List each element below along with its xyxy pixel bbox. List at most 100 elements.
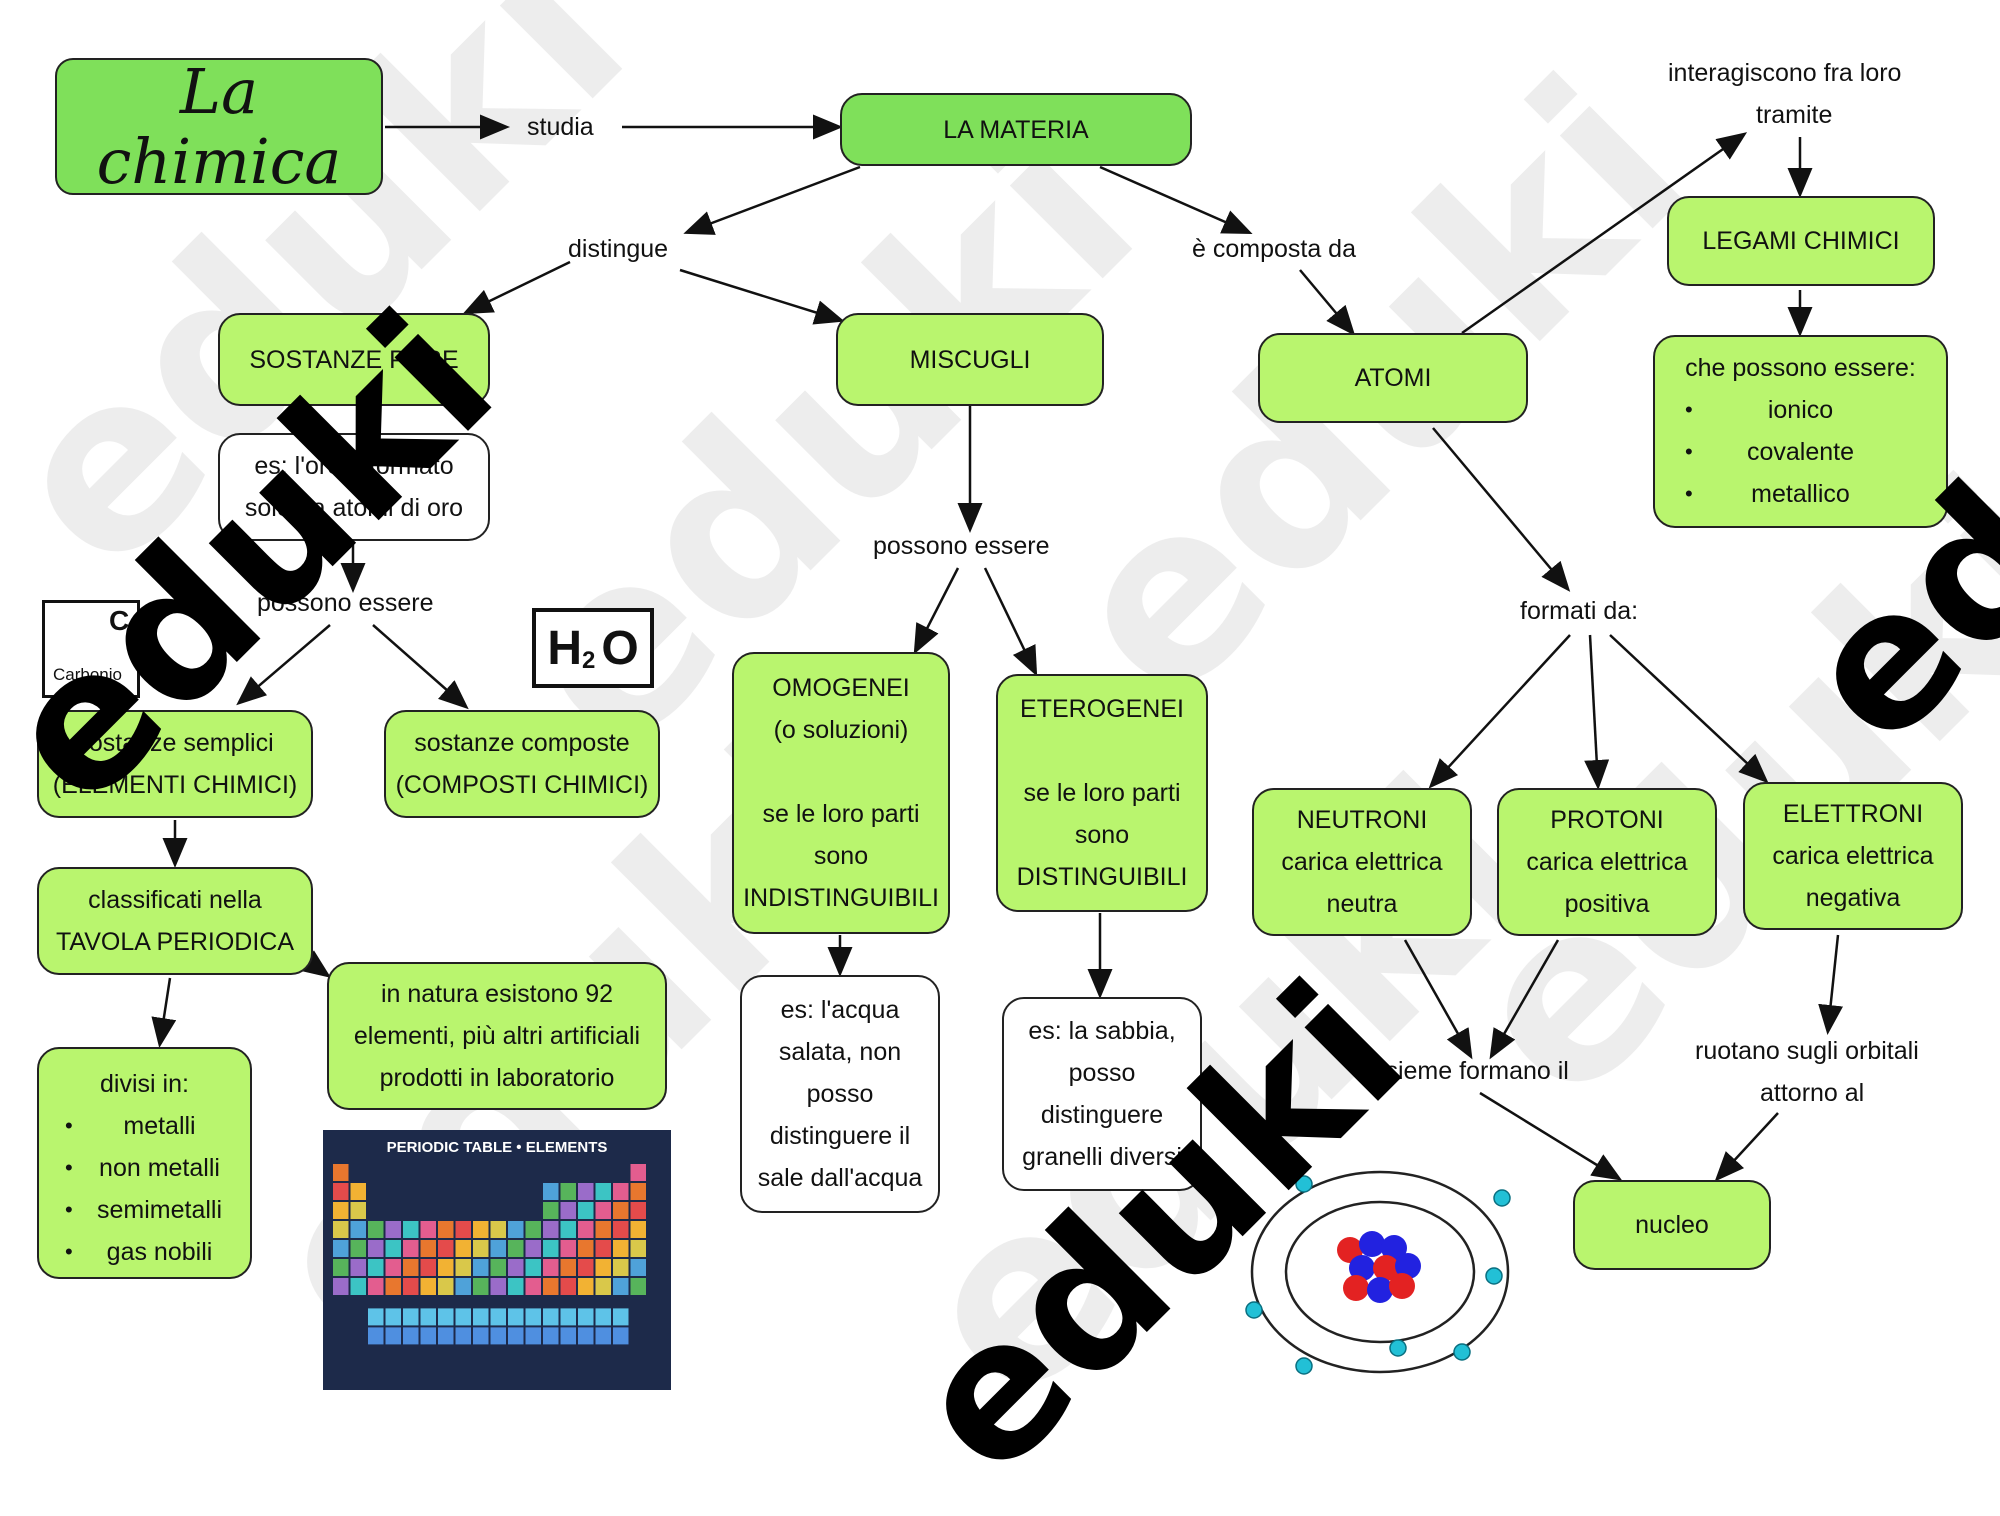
periodic-cell bbox=[560, 1278, 576, 1295]
label-formati-da: formati da: bbox=[1520, 597, 1639, 625]
label-possono-essere: possono essere bbox=[873, 532, 1050, 560]
node-nucleo: nucleo bbox=[1573, 1180, 1771, 1270]
periodic-cell bbox=[578, 1202, 594, 1219]
periodic-cell bbox=[333, 1221, 349, 1238]
periodic-cell bbox=[543, 1221, 559, 1238]
periodic-cell bbox=[473, 1327, 489, 1345]
label-interagiscono: interagiscono fra loro bbox=[1668, 59, 1902, 87]
periodic-cell bbox=[613, 1221, 629, 1238]
periodic-cell bbox=[613, 1278, 629, 1295]
periodic-cell bbox=[630, 1202, 646, 1219]
node-neutroni: NEUTRONI carica elettrica neutra bbox=[1252, 788, 1472, 936]
periodic-cell bbox=[420, 1221, 436, 1238]
periodic-cell bbox=[543, 1202, 559, 1219]
periodic-cell bbox=[385, 1221, 401, 1238]
periodic-cell bbox=[613, 1308, 629, 1326]
periodic-cell bbox=[560, 1259, 576, 1276]
node-eterogenei: ETEROGENEI se le loro parti sono DISTING… bbox=[996, 674, 1208, 912]
periodic-cell bbox=[438, 1327, 454, 1345]
periodic-cell bbox=[403, 1278, 419, 1295]
periodic-cell bbox=[508, 1327, 524, 1345]
periodic-cell bbox=[543, 1327, 559, 1345]
periodic-cell bbox=[350, 1259, 366, 1276]
periodic-cell bbox=[508, 1308, 524, 1326]
periodic-cell bbox=[543, 1240, 559, 1257]
periodic-cell bbox=[333, 1202, 349, 1219]
periodic-cell bbox=[630, 1221, 646, 1238]
label-distingue: distingue bbox=[568, 235, 669, 263]
periodic-cell bbox=[613, 1202, 629, 1219]
periodic-cell bbox=[403, 1221, 419, 1238]
periodic-cell bbox=[350, 1202, 366, 1219]
carbon-symbol: C bbox=[109, 605, 130, 636]
page-title: La chimica bbox=[96, 54, 342, 198]
label-composta: è composta da bbox=[1192, 235, 1356, 263]
node-esempio-sabbia: es: la sabbia, posso distinguere granell… bbox=[1002, 997, 1202, 1191]
periodic-cell bbox=[595, 1308, 611, 1326]
periodic-cell bbox=[420, 1278, 436, 1295]
periodic-cell bbox=[473, 1240, 489, 1257]
periodic-cell bbox=[420, 1259, 436, 1276]
periodic-cell bbox=[595, 1278, 611, 1295]
periodic-cell bbox=[438, 1259, 454, 1276]
periodic-cell bbox=[473, 1221, 489, 1238]
periodic-cell bbox=[473, 1259, 489, 1276]
periodic-cell bbox=[350, 1183, 366, 1200]
periodic-cell bbox=[455, 1278, 471, 1295]
periodic-cell bbox=[630, 1183, 646, 1200]
periodic-cell bbox=[473, 1308, 489, 1326]
atom-illustration bbox=[1245, 1170, 1511, 1375]
periodic-cell bbox=[630, 1259, 646, 1276]
label-possono-essere: possono essere bbox=[257, 589, 434, 617]
periodic-cell bbox=[508, 1240, 524, 1257]
periodic-cell bbox=[560, 1240, 576, 1257]
periodic-cell bbox=[525, 1327, 541, 1345]
list-item: •metallico bbox=[1685, 480, 1850, 508]
periodic-cell bbox=[578, 1221, 594, 1238]
periodic-cell bbox=[613, 1240, 629, 1257]
periodic-cell bbox=[578, 1327, 594, 1345]
periodic-cell bbox=[508, 1278, 524, 1295]
periodic-cell bbox=[578, 1240, 594, 1257]
periodic-cell bbox=[560, 1183, 576, 1200]
periodic-cell bbox=[490, 1278, 506, 1295]
periodic-cell bbox=[455, 1221, 471, 1238]
periodic-table-image: PERIODIC TABLE • ELEMENTS bbox=[323, 1130, 671, 1390]
node-materia: LA MATERIA bbox=[840, 93, 1192, 166]
periodic-cell bbox=[368, 1278, 384, 1295]
periodic-cell bbox=[525, 1308, 541, 1326]
periodic-cell bbox=[350, 1221, 366, 1238]
periodic-cell bbox=[333, 1183, 349, 1200]
periodic-cell bbox=[368, 1327, 384, 1345]
periodic-table-title: PERIODIC TABLE • ELEMENTS bbox=[386, 1139, 608, 1156]
periodic-cell bbox=[543, 1278, 559, 1295]
periodic-cell bbox=[420, 1240, 436, 1257]
periodic-cell bbox=[543, 1183, 559, 1200]
periodic-cell bbox=[560, 1327, 576, 1345]
node-esempio-oro: es: l'oro è formato solo da atomi di oro bbox=[218, 433, 490, 541]
node-miscugli: MISCUGLI bbox=[836, 313, 1104, 406]
periodic-cell bbox=[613, 1259, 629, 1276]
periodic-cell bbox=[438, 1308, 454, 1326]
periodic-cell bbox=[438, 1278, 454, 1295]
node-protoni: PROTONI carica elettrica positiva bbox=[1497, 788, 1717, 936]
list-item: •ionico bbox=[1685, 396, 1834, 424]
periodic-cell bbox=[473, 1278, 489, 1295]
nucleus bbox=[1337, 1231, 1421, 1303]
periodic-cell bbox=[508, 1221, 524, 1238]
periodic-cell bbox=[350, 1240, 366, 1257]
periodic-cell bbox=[385, 1240, 401, 1257]
node-elettroni: ELETTRONI carica elettrica negativa bbox=[1743, 782, 1963, 930]
periodic-cell bbox=[543, 1308, 559, 1326]
periodic-cell bbox=[613, 1183, 629, 1200]
periodic-cell bbox=[613, 1327, 629, 1345]
list-item: •non metalli bbox=[65, 1154, 220, 1182]
periodic-cell bbox=[560, 1308, 576, 1326]
periodic-cell bbox=[368, 1259, 384, 1276]
list-item: •covalente bbox=[1685, 438, 1855, 466]
periodic-cell bbox=[420, 1327, 436, 1345]
periodic-cell bbox=[385, 1308, 401, 1326]
periodic-cell bbox=[385, 1278, 401, 1295]
periodic-cell bbox=[595, 1183, 611, 1200]
